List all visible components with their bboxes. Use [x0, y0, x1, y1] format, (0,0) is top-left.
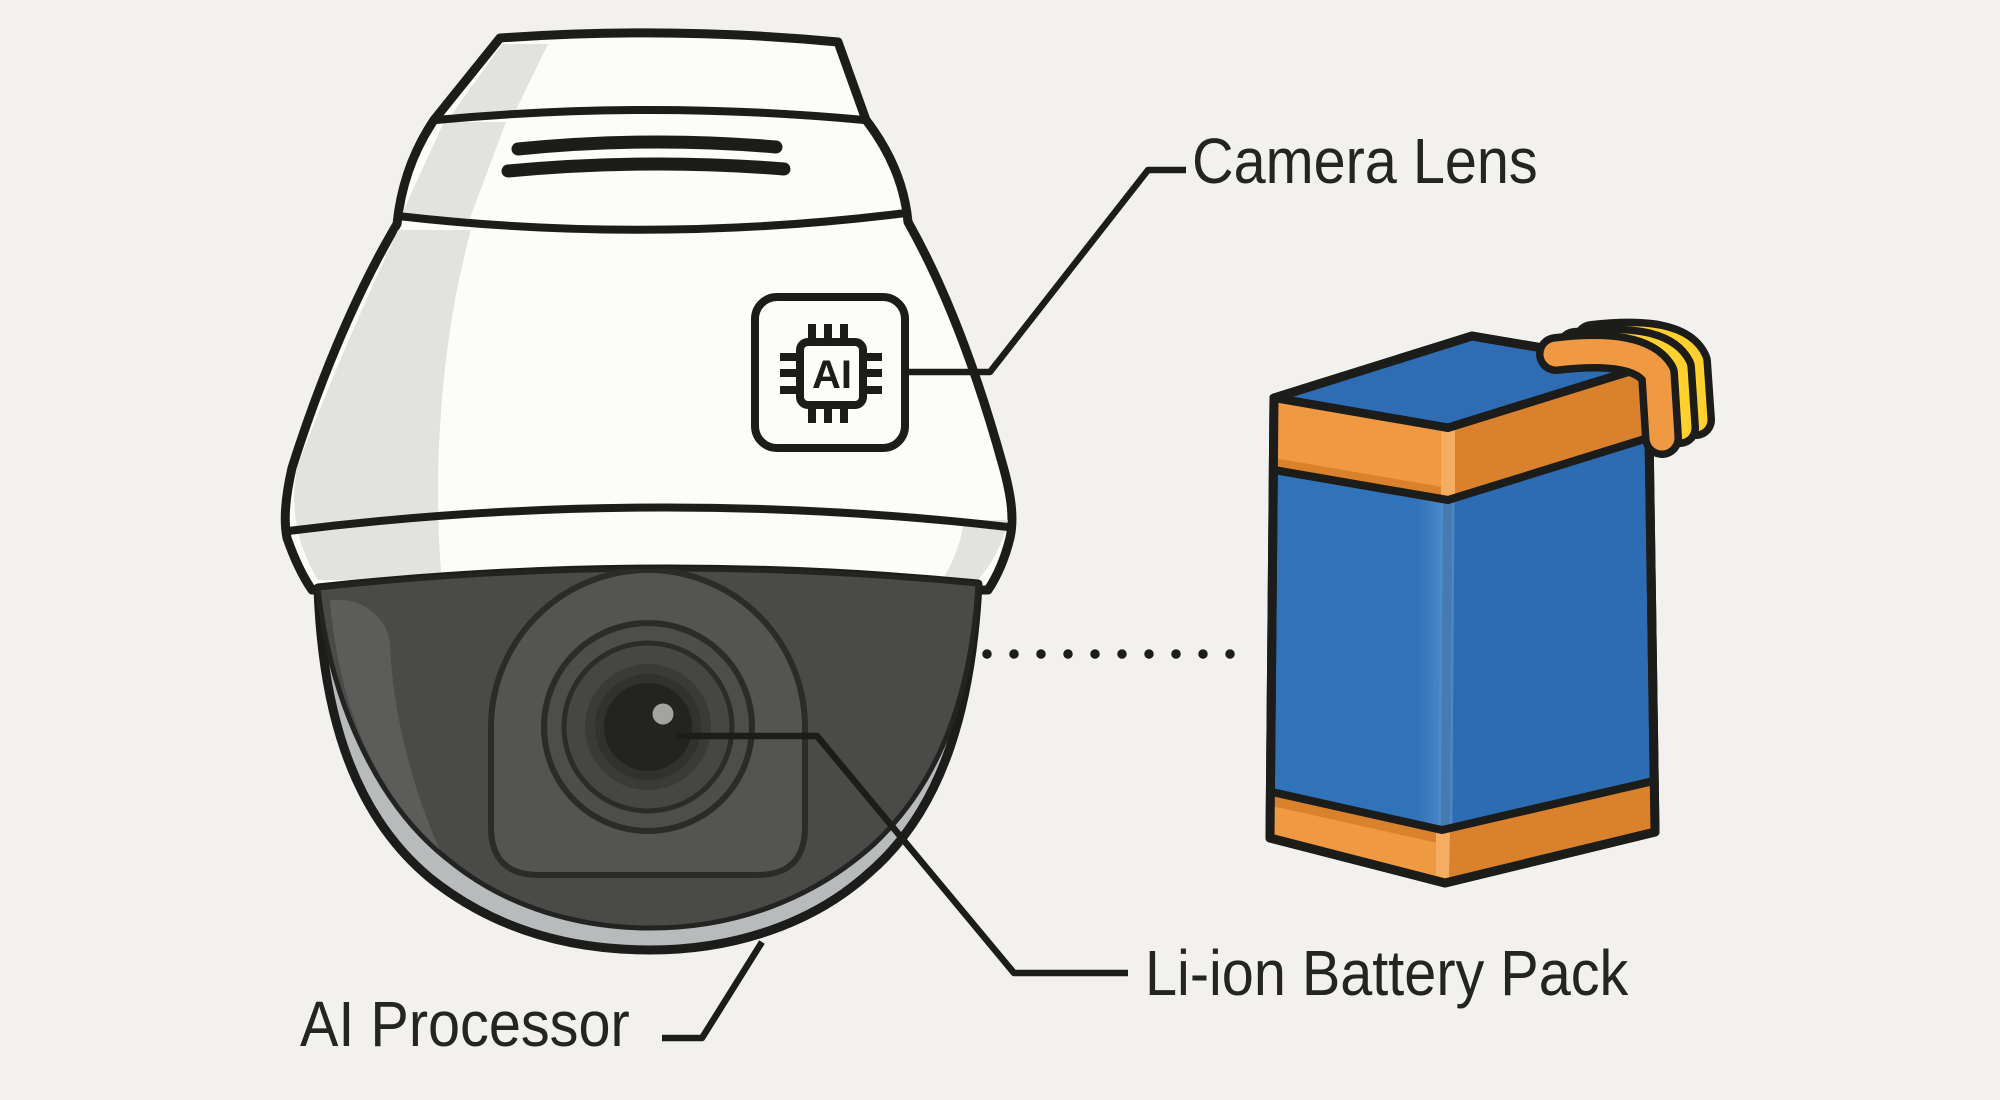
battery-top-band — [1273, 362, 1650, 504]
label-ai-processor: AI Processor — [300, 988, 630, 1059]
body-seam-line — [397, 209, 907, 234]
cap-seam-line — [435, 106, 865, 124]
leader-line-battery — [676, 732, 1128, 977]
battery-connector-tabs-icon — [1536, 318, 1715, 458]
battery-outline — [1265, 331, 1660, 888]
camera-lens-icon — [488, 568, 808, 878]
battery-corner-highlight — [1438, 426, 1455, 881]
battery-bottom-band — [1270, 776, 1659, 883]
ai-chip-icon: AI — [751, 293, 909, 452]
glass-reflection — [330, 600, 440, 850]
chip-text: AI — [812, 353, 852, 397]
battery-icon — [1265, 318, 1715, 888]
leader-line-camera-lens — [905, 166, 1186, 376]
leader-line-ai-processor — [662, 940, 765, 1042]
lens-pupil — [604, 683, 692, 771]
vent-slots-icon — [501, 135, 791, 178]
dome — [313, 564, 983, 955]
skirt-seam-line — [287, 503, 1009, 535]
label-camera-lens: Camera Lens — [1192, 125, 1538, 196]
lens-highlight — [652, 703, 674, 725]
camera-illustration: AI — [280, 28, 1017, 955]
label-battery: Li-ion Battery Pack — [1145, 937, 1629, 1008]
